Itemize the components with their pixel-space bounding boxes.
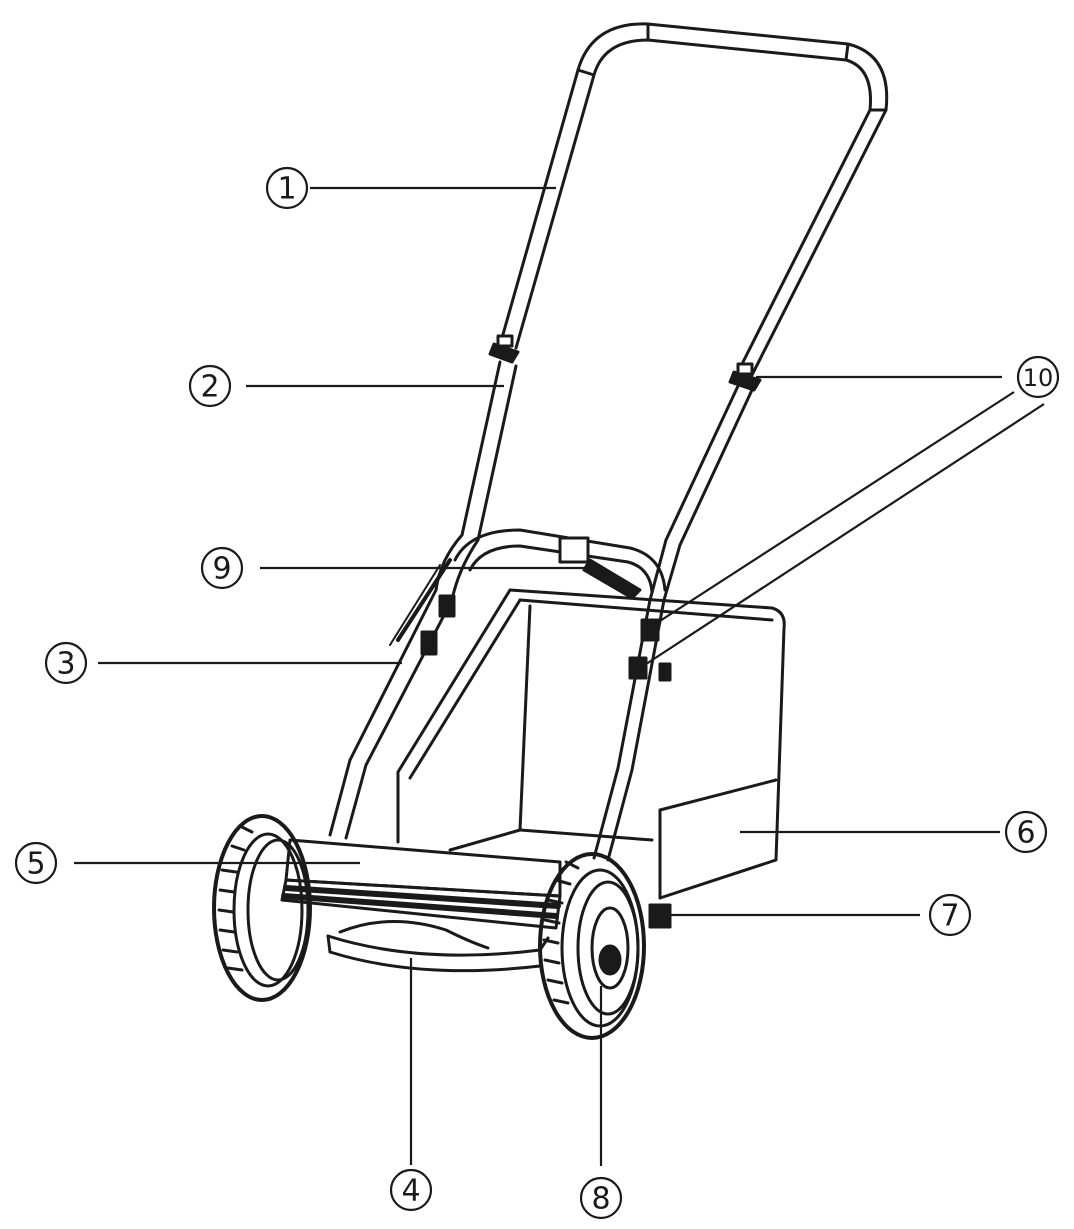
callout-2: 2: [188, 364, 232, 408]
callout-7-label: 7: [940, 899, 959, 934]
height-adjuster: [648, 903, 672, 929]
cutting-blade: [326, 919, 550, 973]
callout-4-label: 4: [401, 1174, 420, 1209]
grass-catcher: [396, 588, 786, 900]
callout-3-label: 3: [56, 647, 75, 682]
callout-1-label: 1: [277, 172, 296, 207]
callout-10: 10: [1016, 355, 1060, 399]
middle-handle: [460, 360, 754, 547]
wheel-right: [538, 852, 646, 1040]
handle-knob-left: [488, 334, 520, 364]
callout-9-label: 9: [212, 552, 231, 587]
callout-5: 5: [14, 841, 58, 885]
wheel-left: [212, 814, 312, 1002]
leader-lines: [74, 186, 1045, 1166]
callout-8: 8: [579, 1176, 623, 1220]
leader-line-10-b: [645, 391, 1015, 631]
callout-1: 1: [265, 166, 309, 210]
handle-knob-right: [728, 362, 762, 392]
callout-3: 3: [44, 641, 88, 685]
handle-crossbar: [453, 528, 667, 600]
upper-handle: [498, 22, 889, 377]
mower-illustration: [212, 22, 889, 1040]
callouts: 1 2 3 4 5 6 7 8: [14, 166, 1060, 1220]
callout-8-label: 8: [591, 1182, 610, 1217]
callout-4: 4: [389, 1168, 433, 1212]
callout-5-label: 5: [26, 847, 45, 882]
callout-6-label: 6: [1016, 816, 1035, 851]
callout-10-label: 10: [1023, 364, 1054, 392]
callout-6: 6: [1004, 810, 1048, 854]
leader-line-10-c: [639, 403, 1045, 669]
callout-9: 9: [200, 546, 244, 590]
roller-cover: [280, 838, 562, 930]
callout-2-label: 2: [200, 370, 219, 405]
callout-7: 7: [928, 893, 972, 937]
